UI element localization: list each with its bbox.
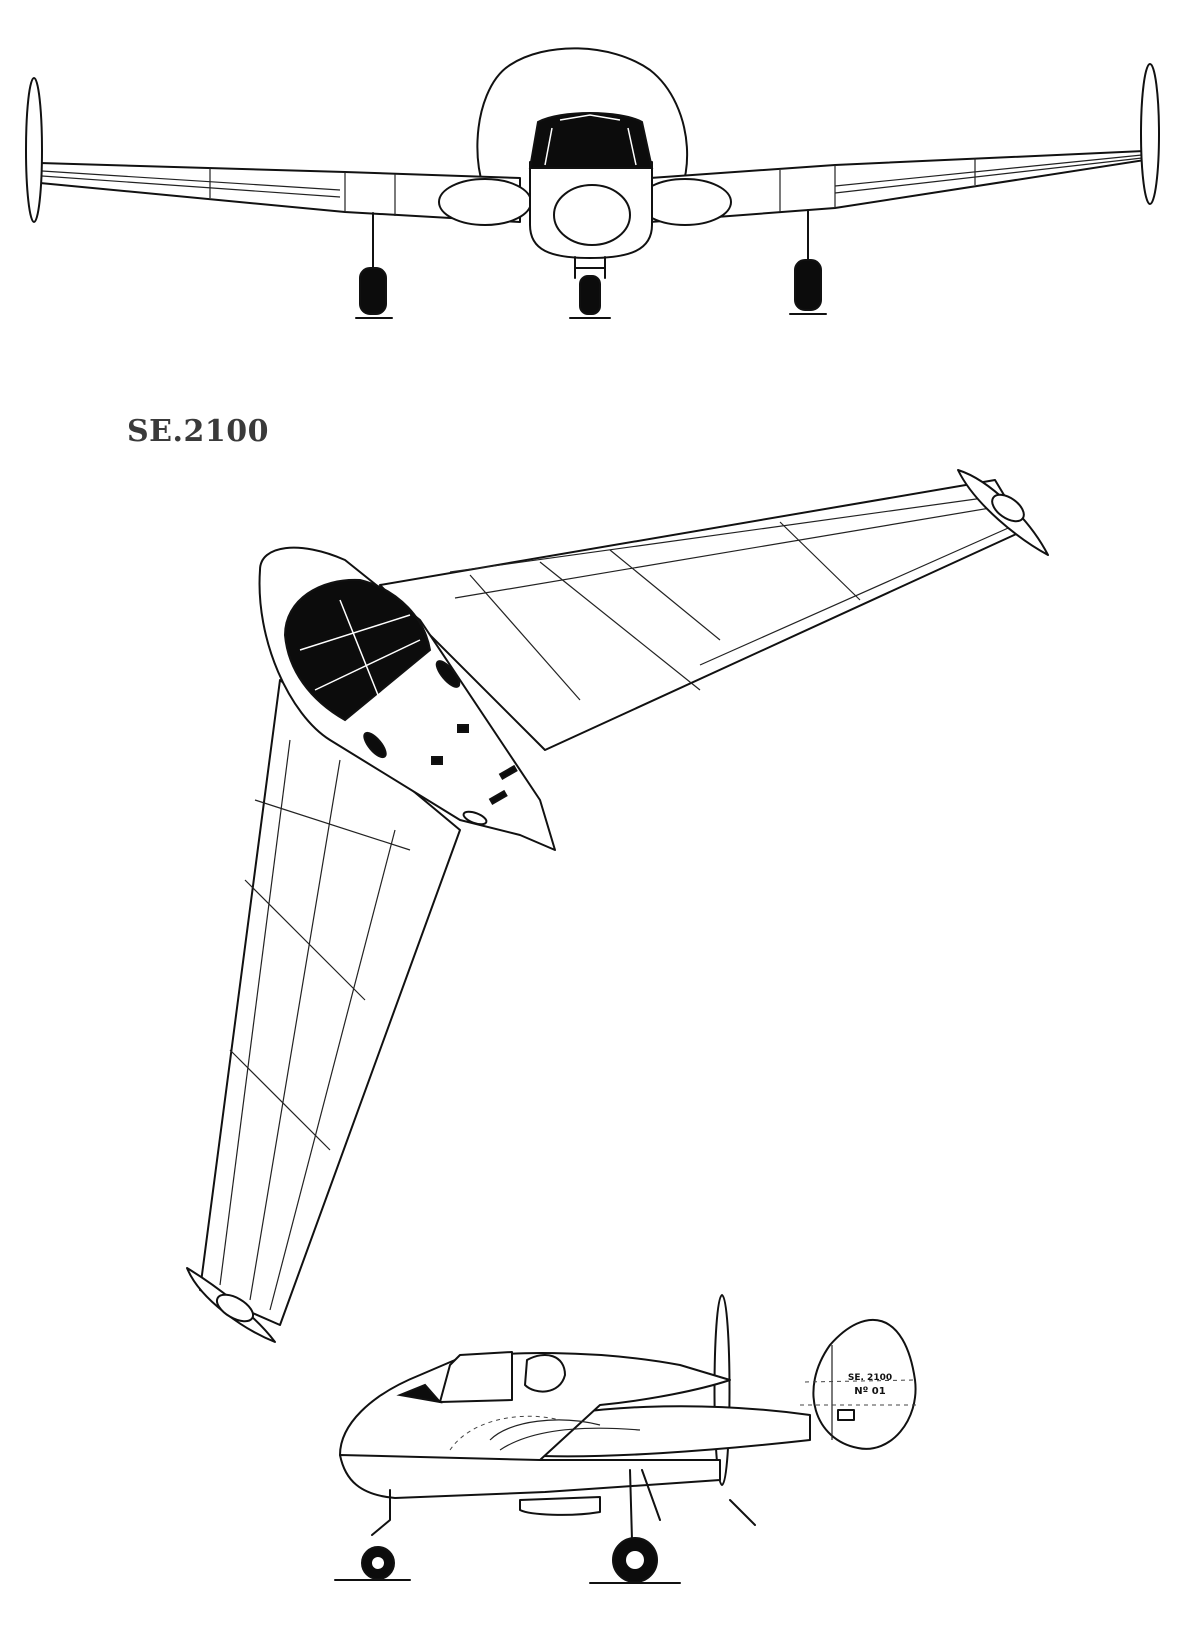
front-right-wingtip-fin — [1140, 63, 1160, 205]
tail-marking-line1: SE. 2100 — [848, 1373, 892, 1383]
side-propeller — [713, 1294, 731, 1486]
tail-marking-line2: Nº 01 — [854, 1386, 885, 1397]
side-tail-boom — [519, 1405, 811, 1458]
front-nose-intake — [553, 184, 631, 246]
side-canopy — [439, 1351, 513, 1403]
side-view: SE. 2100 Nº 01 — [334, 1294, 918, 1584]
front-right-main-gear — [789, 209, 827, 315]
front-fuselage — [529, 161, 653, 259]
front-propeller-disc — [476, 47, 689, 221]
front-view — [25, 47, 1160, 319]
side-tail-fin — [812, 1318, 917, 1450]
side-main-gear — [589, 1469, 681, 1584]
drawing-title: SE.2100 — [127, 414, 269, 449]
front-left-main-gear — [355, 212, 393, 319]
plan-canopy — [283, 578, 432, 722]
side-nose-gear — [334, 1489, 411, 1581]
plan-view — [186, 469, 1049, 1343]
front-nose-gear — [569, 256, 611, 319]
front-left-wingtip-fin — [25, 77, 43, 223]
front-left-nacelle — [438, 178, 532, 226]
front-canopy — [528, 112, 654, 169]
